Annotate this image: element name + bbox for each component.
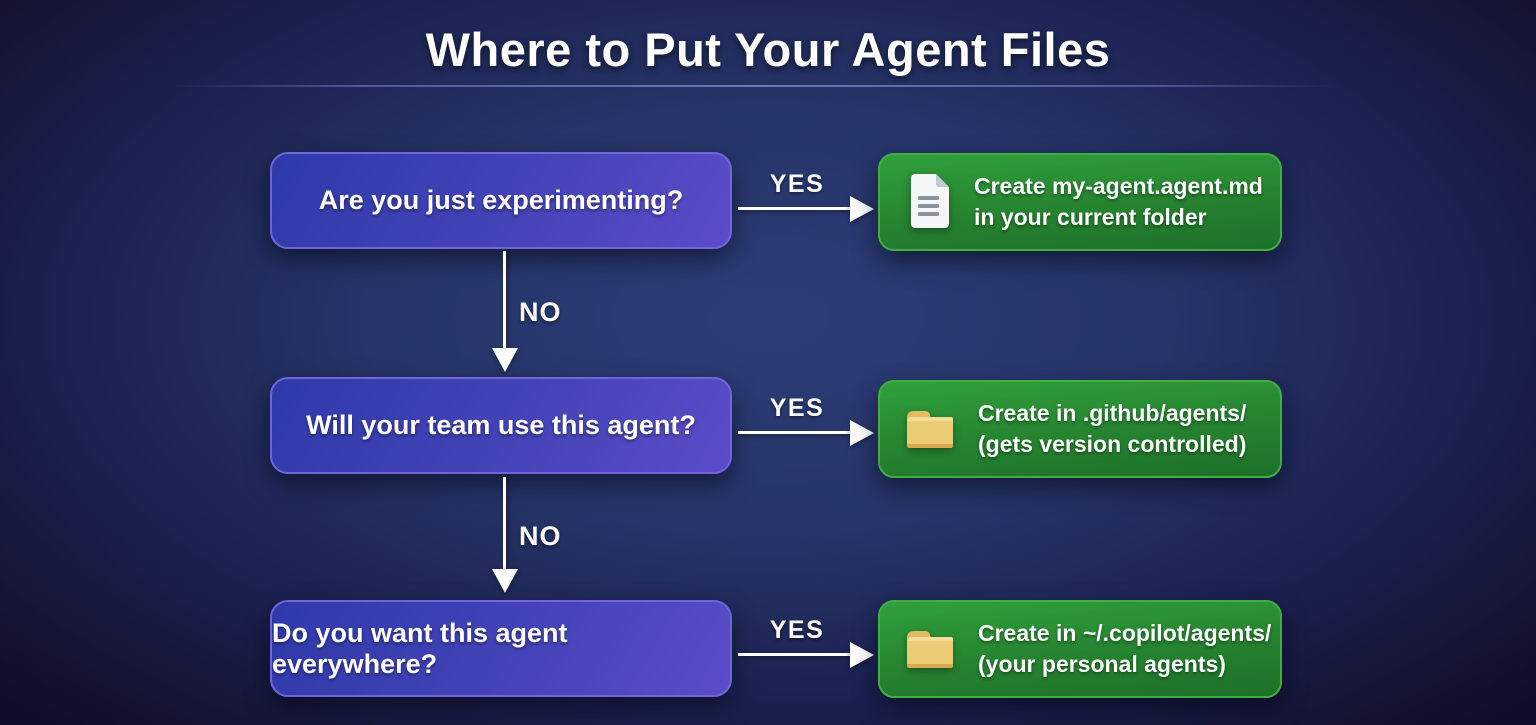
answer-line-2: (your personal agents) <box>978 651 1226 677</box>
folder-icon <box>907 631 953 668</box>
answer-box-github-agents: Create in .github/agents/ (gets version … <box>878 380 1282 478</box>
yes-arrow-row2: YES <box>738 394 874 456</box>
arrow-line <box>738 653 854 656</box>
answer-line-1: Create in .github/agents/ <box>978 400 1247 426</box>
no-arrow-row2: NO <box>491 477 613 593</box>
arrow-head-right-icon <box>850 641 874 668</box>
answer-line-2: (gets version controlled) <box>978 431 1247 457</box>
no-label: NO <box>519 296 562 327</box>
arrow-head-down-icon <box>491 569 518 593</box>
arrow-line <box>503 477 506 569</box>
arrow-head-right-icon <box>850 195 874 222</box>
folder-icon <box>907 411 953 448</box>
answer-line-1: Create my-agent.agent.md <box>974 173 1263 199</box>
arrow-head-down-icon <box>491 348 518 372</box>
answer-text: Create my-agent.agent.md in your current… <box>974 171 1263 233</box>
answer-line-1: Create in ~/.copilot/agents/ <box>978 620 1272 646</box>
arrow-line <box>503 251 506 348</box>
answer-line-2: in your current folder <box>974 204 1207 230</box>
document-icon <box>911 174 949 228</box>
yes-arrow-row3: YES <box>738 616 874 678</box>
page-title: Where to Put Your Agent Files <box>425 23 1111 76</box>
title-divider <box>172 85 1336 87</box>
arrow-line <box>738 431 854 434</box>
question-text: Do you want this agent everywhere? <box>272 617 568 679</box>
answer-text: Create in ~/.copilot/agents/ (your perso… <box>978 618 1271 680</box>
yes-label: YES <box>769 616 825 644</box>
answer-box-copilot-agents: Create in ~/.copilot/agents/ (your perso… <box>878 600 1282 698</box>
question-text: Are you just experimenting? <box>318 185 684 215</box>
question-text: Will your team use this agent? <box>306 410 696 440</box>
no-label: NO <box>519 521 562 552</box>
question-box-team-use: Will your team use this agent? <box>270 377 732 474</box>
yes-label: YES <box>769 170 825 198</box>
no-arrow-row1: NO <box>491 251 613 372</box>
answer-text: Create in .github/agents/ (gets version … <box>978 398 1246 460</box>
arrow-head-right-icon <box>850 419 874 446</box>
arrow-line <box>738 207 854 210</box>
answer-box-current-folder: Create my-agent.agent.md in your current… <box>878 153 1282 251</box>
question-box-experimenting: Are you just experimenting? <box>270 152 732 249</box>
yes-arrow-row1: YES <box>738 170 874 232</box>
yes-label: YES <box>769 394 825 422</box>
question-box-agent-everywhere: Do you want this agent everywhere? <box>270 600 732 697</box>
